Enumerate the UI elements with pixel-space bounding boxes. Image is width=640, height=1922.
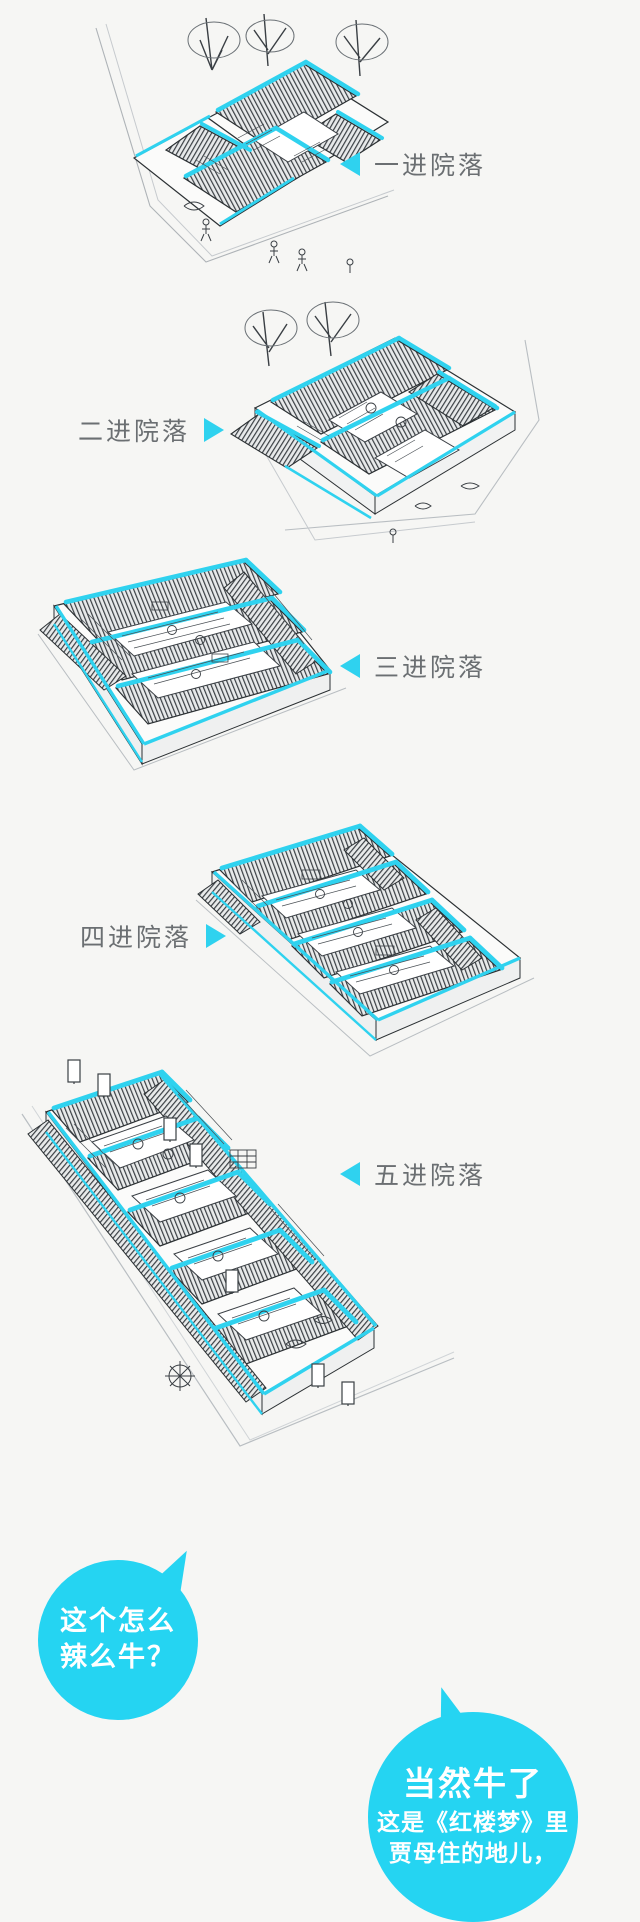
courtyard-illustration-4 — [190, 812, 540, 1067]
question-bubble-line2: 辣么牛？ — [60, 1642, 176, 1673]
courtyard-illustration-3 — [30, 548, 350, 788]
triangle-left-icon — [340, 1162, 360, 1186]
label-courtyard-4: 四进院落 — [80, 918, 227, 954]
label-courtyard-2: 二进院落 — [78, 412, 225, 448]
label-courtyard-1-text: 一进院落 — [374, 151, 487, 180]
question-bubble: 这个怎么 辣么牛？ — [38, 1560, 198, 1720]
infographic-canvas: 一进院落 — [18, 13, 578, 1922]
courtyard-4-drawing — [195, 823, 535, 1057]
answer-bubble-line2: 这是《红楼梦》里 — [377, 1809, 569, 1836]
label-courtyard-5-text: 五进院落 — [374, 1161, 487, 1190]
courtyard-5-drawing — [21, 1059, 455, 1447]
question-bubble-line1: 这个怎么 — [60, 1606, 176, 1638]
triangle-right-icon — [206, 924, 227, 948]
label-courtyard-3: 三进院落 — [340, 648, 486, 684]
label-courtyard-3-text: 三进院落 — [374, 653, 487, 682]
answer-bubble: 当然牛了 这是《红楼梦》里 贾母住的地儿， — [368, 1712, 578, 1922]
label-courtyard-1: 一进院落 — [340, 146, 486, 182]
courtyard-2-drawing — [230, 301, 540, 543]
courtyard-3-drawing — [37, 557, 347, 771]
label-courtyard-4-text: 四进院落 — [80, 923, 193, 952]
label-courtyard-2-text: 二进院落 — [78, 417, 191, 446]
answer-bubble-line3: 贾母住的地儿， — [389, 1840, 557, 1867]
courtyard-illustration-5 — [18, 1058, 458, 1498]
label-courtyard-5: 五进院落 — [340, 1156, 486, 1192]
triangle-left-icon — [340, 654, 360, 678]
triangle-left-icon — [340, 152, 360, 176]
triangle-right-icon — [204, 418, 225, 442]
answer-bubble-line1: 当然牛了 — [403, 1764, 543, 1804]
courtyard-illustration-2 — [225, 300, 545, 555]
